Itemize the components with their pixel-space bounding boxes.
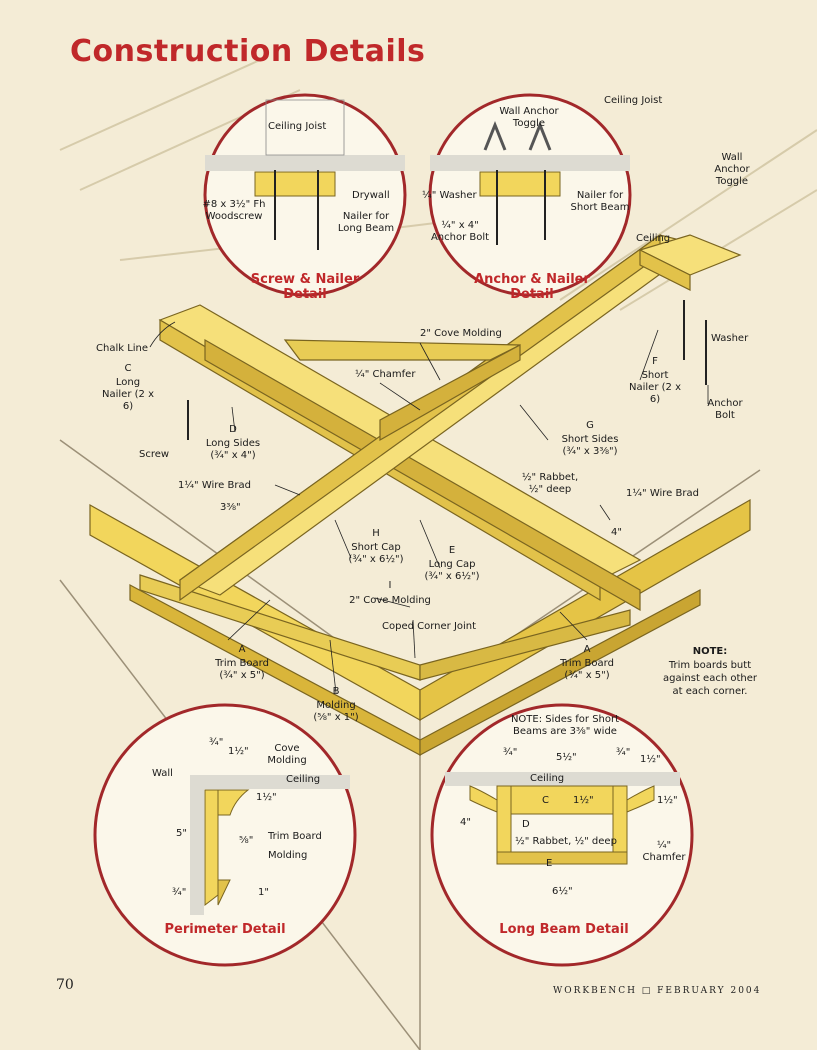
screw-nailer-circle xyxy=(203,93,407,297)
washer-label: Washer xyxy=(711,333,749,344)
chamfer-label: ¼" Chamfer xyxy=(355,369,416,380)
sn-nailer-label: Nailer for Long Beam xyxy=(337,211,395,234)
short-cap-label: Short Cap (¾" x 6½") xyxy=(348,542,404,565)
trim-left-label: Trim Board (¾" x 5") xyxy=(215,658,269,681)
lb-c-dim: 1½" xyxy=(573,795,594,806)
cove-molding-top-label: 2" Cove Molding xyxy=(420,328,502,339)
sn-woodscrew-label: #8 x 3½" Fh Woodscrew xyxy=(202,199,266,222)
an-bolt-label: ¼" x 4" Anchor Bolt xyxy=(430,220,490,243)
long-cap-letter: E xyxy=(448,545,456,556)
short-sides-label: Short Sides (¾" x 3⅜") xyxy=(561,434,619,457)
short-sides-letter: G xyxy=(586,420,594,431)
trim-boards xyxy=(89,498,751,757)
top-beam xyxy=(638,234,742,291)
lb-dim-112b: 1½" xyxy=(657,795,678,806)
long-sides-label: Long Sides (¾" x 4") xyxy=(205,438,261,461)
pd-dim-58: ⅝" xyxy=(239,835,254,846)
trim-right-letter: A xyxy=(583,644,591,655)
lb-note: NOTE: Sides for Short Beams are 3⅜" wide xyxy=(510,714,620,737)
an-nailer-label: Nailer for Short Beam xyxy=(570,190,630,213)
lb-letter-d: D xyxy=(522,819,530,830)
lb-dim-112: 1½" xyxy=(640,754,661,765)
long-beam-detail-title: Long Beam Detail xyxy=(499,922,629,937)
long-sides-letter: D xyxy=(229,424,237,435)
molding-label: Molding (⅝" x 1") xyxy=(313,700,359,723)
an-toggle-label: Wall Anchor Toggle xyxy=(499,106,559,129)
note-title: NOTE: xyxy=(692,646,728,657)
lb-dim-34b: ¾" xyxy=(616,747,631,758)
short-cap-letter: H xyxy=(372,528,380,539)
pd-wall-label: Wall xyxy=(152,768,173,779)
an-washer-label: ¼" Washer xyxy=(422,190,477,201)
pd-dim-34: ¾" xyxy=(209,737,224,748)
wire-brad-right-label: 1¼" Wire Brad xyxy=(626,488,699,499)
short-nailer-label: Short Nailer (2 x 6) xyxy=(629,370,681,405)
footer-text: WORKBENCH □ FEBRUARY 2004 xyxy=(553,986,762,996)
lb-dim-612: 6½" xyxy=(552,886,573,897)
pd-dim-5: 5" xyxy=(176,828,187,839)
lb-letter-e: E xyxy=(546,858,553,869)
short-beam xyxy=(178,233,702,602)
perimeter-circle xyxy=(93,703,357,967)
lb-ceiling-label: Ceiling xyxy=(530,773,565,784)
sn-ceiling-joist-label: Ceiling Joist xyxy=(268,121,327,132)
lb-chamfer-label: ¼" Chamfer xyxy=(642,840,686,863)
cove-molding-bottom-letter: I xyxy=(388,580,392,591)
trim-board-right xyxy=(419,498,751,722)
screw-nailer-detail-title: Screw & Nailer Detail xyxy=(250,272,360,302)
anchor-bolt-label: Anchor Bolt xyxy=(707,398,743,421)
long-nailer-label: Long Nailer (2 x 6) xyxy=(102,377,154,412)
leader-lines xyxy=(149,321,709,694)
pd-ceiling-label: Ceiling xyxy=(286,774,321,785)
lb-dim-34a: ¾" xyxy=(503,747,518,758)
chalk-line-label: Chalk Line xyxy=(96,343,149,354)
perimeter-detail-title: Perimeter Detail xyxy=(164,922,286,937)
ceiling-label: Ceiling xyxy=(636,233,671,244)
anchor-nailer-circle xyxy=(428,93,632,297)
dim-3-3-8-label: 3⅜" xyxy=(220,502,241,513)
ceiling-joist-label: Ceiling Joist xyxy=(604,95,663,106)
rabbet-label: ½" Rabbet, ½" deep xyxy=(521,472,579,495)
note-text: Trim boards butt against each other at e… xyxy=(663,660,757,697)
wire-brad-left-label: 1¼" Wire Brad xyxy=(178,480,251,491)
page-title: Construction Details xyxy=(70,34,426,69)
screw-label: Screw xyxy=(139,449,170,460)
lb-letter-c: C xyxy=(542,795,549,806)
long-cap-label: Long Cap (¾" x 6½") xyxy=(424,559,480,582)
molding-strip-right xyxy=(419,588,701,757)
sn-drywall-label: Drywall xyxy=(352,190,390,201)
long-nailer-letter: C xyxy=(124,363,132,374)
short-nailer-letter: F xyxy=(652,356,658,367)
pd-cove-label: Cove Molding xyxy=(267,743,307,766)
trim-right-label: Trim Board (¾" x 5") xyxy=(560,658,614,681)
pd-dim-112: 1½" xyxy=(228,746,249,757)
anchor-bolts xyxy=(187,300,707,440)
trim-left-letter: A xyxy=(238,644,246,655)
molding-letter: B xyxy=(332,686,340,697)
page-number: 70 xyxy=(56,977,74,993)
anchor-nailer-detail-title: Anchor & Nailer Detail xyxy=(474,272,590,302)
cove-molding-right xyxy=(419,609,631,681)
pd-dim-34b: ¾" xyxy=(172,887,187,898)
lb-dim-512: 5½" xyxy=(556,752,577,763)
pd-dim-112b: 1½" xyxy=(256,792,277,803)
pd-trim-label: Trim Board xyxy=(268,831,322,842)
dim-4-label: 4" xyxy=(611,527,622,538)
pd-molding-label: Molding xyxy=(268,850,308,861)
lb-rabbet-label: ½" Rabbet, ½" deep xyxy=(515,836,617,847)
lb-dim-4: 4" xyxy=(460,817,471,828)
cove-molding-bottom-label: 2" Cove Molding xyxy=(349,595,431,606)
pd-dim-1: 1" xyxy=(258,887,269,898)
wall-anchor-toggle-label: Wall Anchor Toggle xyxy=(714,152,750,187)
long-beam-circle xyxy=(430,703,694,967)
coped-joint-label: Coped Corner Joint xyxy=(382,621,477,632)
